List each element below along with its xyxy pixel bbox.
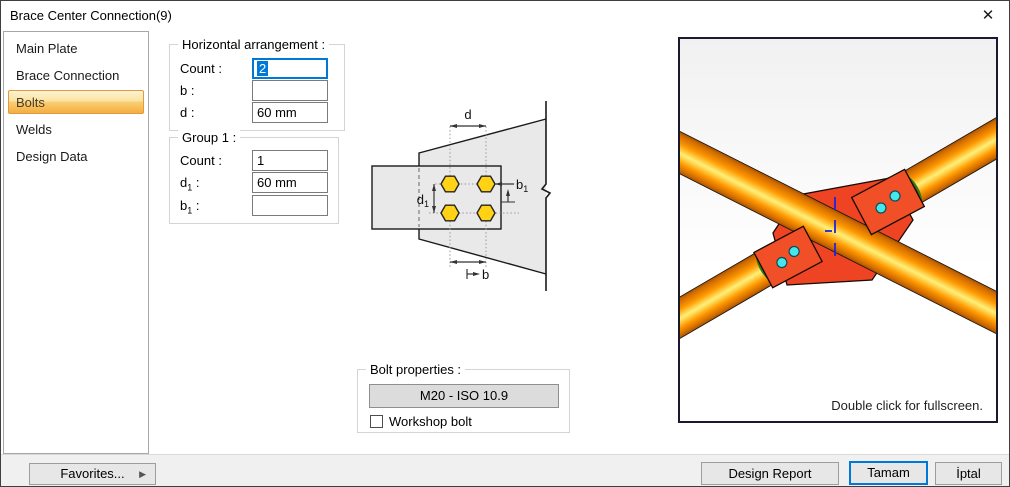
favorites-label: Favorites... [60,466,125,481]
count-label: Count : [180,61,222,76]
b-label: b : [180,83,195,98]
render-bolt-cyan [788,245,800,258]
dim-d1-label: d1 [417,192,429,209]
sidebar: Main Plate Brace Connection Bolts Welds … [3,31,149,454]
dim-b-label: b [482,267,489,282]
dim-d-label: d [464,107,471,122]
bolt-hexagons [440,175,496,222]
titlebar: Brace Center Connection(9) ✕ [1,1,1009,31]
footer-bar: Favorites... ▶ Design Report Tamam İptal [1,454,1009,486]
group1-count-input[interactable]: 1 [252,150,328,171]
group-bolt-properties: Bolt properties : M20 - ISO 10.9 Worksho… [357,362,570,433]
sidebar-item-design-data[interactable]: Design Data [16,149,88,164]
render-bolt-cyan [776,256,788,269]
group-horizontal-arrangement: Horizontal arrangement : Count : 2 b : d… [169,37,345,131]
render-bolt-cyan [889,190,901,202]
cancel-button[interactable]: İptal [935,462,1002,485]
sidebar-item-bolts[interactable]: Bolts [8,90,144,114]
workshop-bolt-checkbox[interactable] [370,415,383,428]
render-bolt-plate-lower [753,225,823,289]
count-input[interactable]: 2 [252,58,328,79]
group-1: Group 1 : Count : 1 d1 : 60 mm b1 : [169,130,339,224]
favorites-button[interactable]: Favorites... ▶ [29,463,156,485]
close-icon[interactable]: ✕ [981,7,995,24]
sidebar-item-main-plate[interactable]: Main Plate [16,41,78,56]
bolt-layout-diagram: d d1 b1 [371,96,597,312]
dim-b1 [495,182,515,203]
render-bolt-cyan [875,202,887,214]
b-input[interactable] [252,80,328,101]
preview-3d-render [619,39,1009,421]
b1-label: b1 : [180,198,200,216]
group-1-title: Group 1 : [178,130,241,145]
dim-d1 [432,184,436,213]
preview-viewport[interactable]: Double click for fullscreen. [619,37,1009,423]
render-axis-marker [825,197,836,265]
group1-count-label: Count : [180,153,222,168]
dim-b [450,260,486,279]
dim-b1-label: b1 [516,177,528,194]
workshop-bolt-row: Workshop bolt [370,415,472,429]
design-report-button[interactable]: Design Report [701,462,839,485]
member-edge-line [540,101,552,291]
group-bolt-properties-title: Bolt properties : [366,362,466,377]
d-label: d : [180,105,195,120]
b1-input[interactable] [252,195,328,216]
ok-button[interactable]: Tamam [849,461,928,485]
favorites-arrow-icon: ▶ [139,469,146,479]
bolt-spec-button[interactable]: M20 - ISO 10.9 [369,384,559,408]
dim-d [450,124,486,128]
sidebar-item-welds[interactable]: Welds [16,122,52,137]
d1-input[interactable]: 60 mm [252,172,328,193]
group-horizontal-arrangement-title: Horizontal arrangement : [178,37,330,52]
workshop-bolt-label: Workshop bolt [389,414,472,429]
fullscreen-hint: Double click for fullscreen. [831,398,983,413]
d1-label: d1 : [180,175,200,193]
d-input[interactable]: 60 mm [252,102,328,123]
bolt-layout-svg: d d1 b1 [371,101,552,291]
render-bolt-plate-upper [850,168,926,236]
window-title: Brace Center Connection(9) [10,8,172,23]
sidebar-item-brace-connection[interactable]: Brace Connection [16,68,120,83]
